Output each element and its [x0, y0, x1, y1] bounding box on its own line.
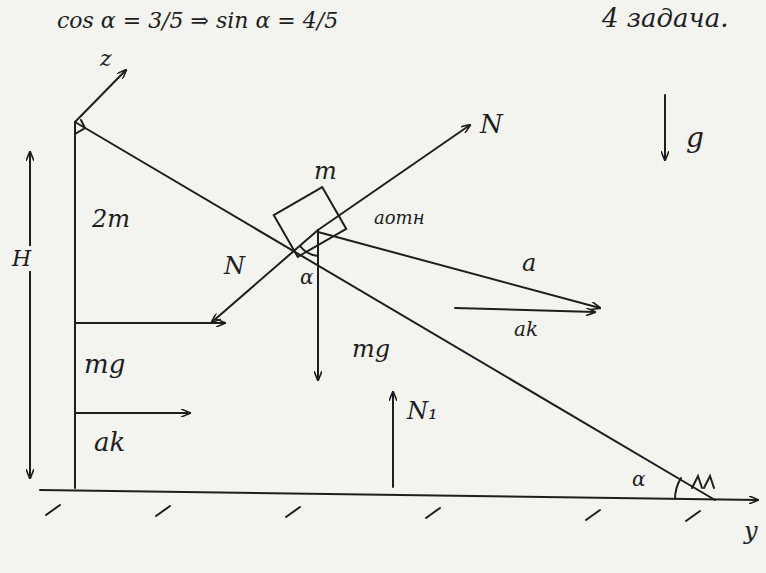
formula-note: cos α = 3/5 ⇒ sin α = 4/5: [55, 8, 340, 33]
dimension-label: H: [10, 246, 33, 271]
force-label: N: [222, 253, 247, 281]
axis-label: z: [98, 46, 114, 71]
force-label: mg: [82, 350, 127, 380]
acceleration-label: a: [520, 250, 538, 278]
angle-label: α: [630, 468, 648, 491]
problem-title: 4 задача.: [600, 4, 730, 34]
acceleration-label: aотн: [372, 208, 427, 229]
mass-label: 2m: [90, 206, 132, 234]
angle-label: α: [298, 266, 316, 289]
force-label: N₁: [405, 398, 440, 426]
force-label: mg: [350, 336, 392, 364]
force-label: N: [478, 110, 505, 140]
acceleration-label: ak: [92, 428, 127, 458]
field-label: g: [684, 122, 706, 154]
mass-label: m: [312, 158, 339, 186]
axis-label: y: [742, 518, 760, 546]
acceleration-label: ak: [512, 318, 540, 341]
